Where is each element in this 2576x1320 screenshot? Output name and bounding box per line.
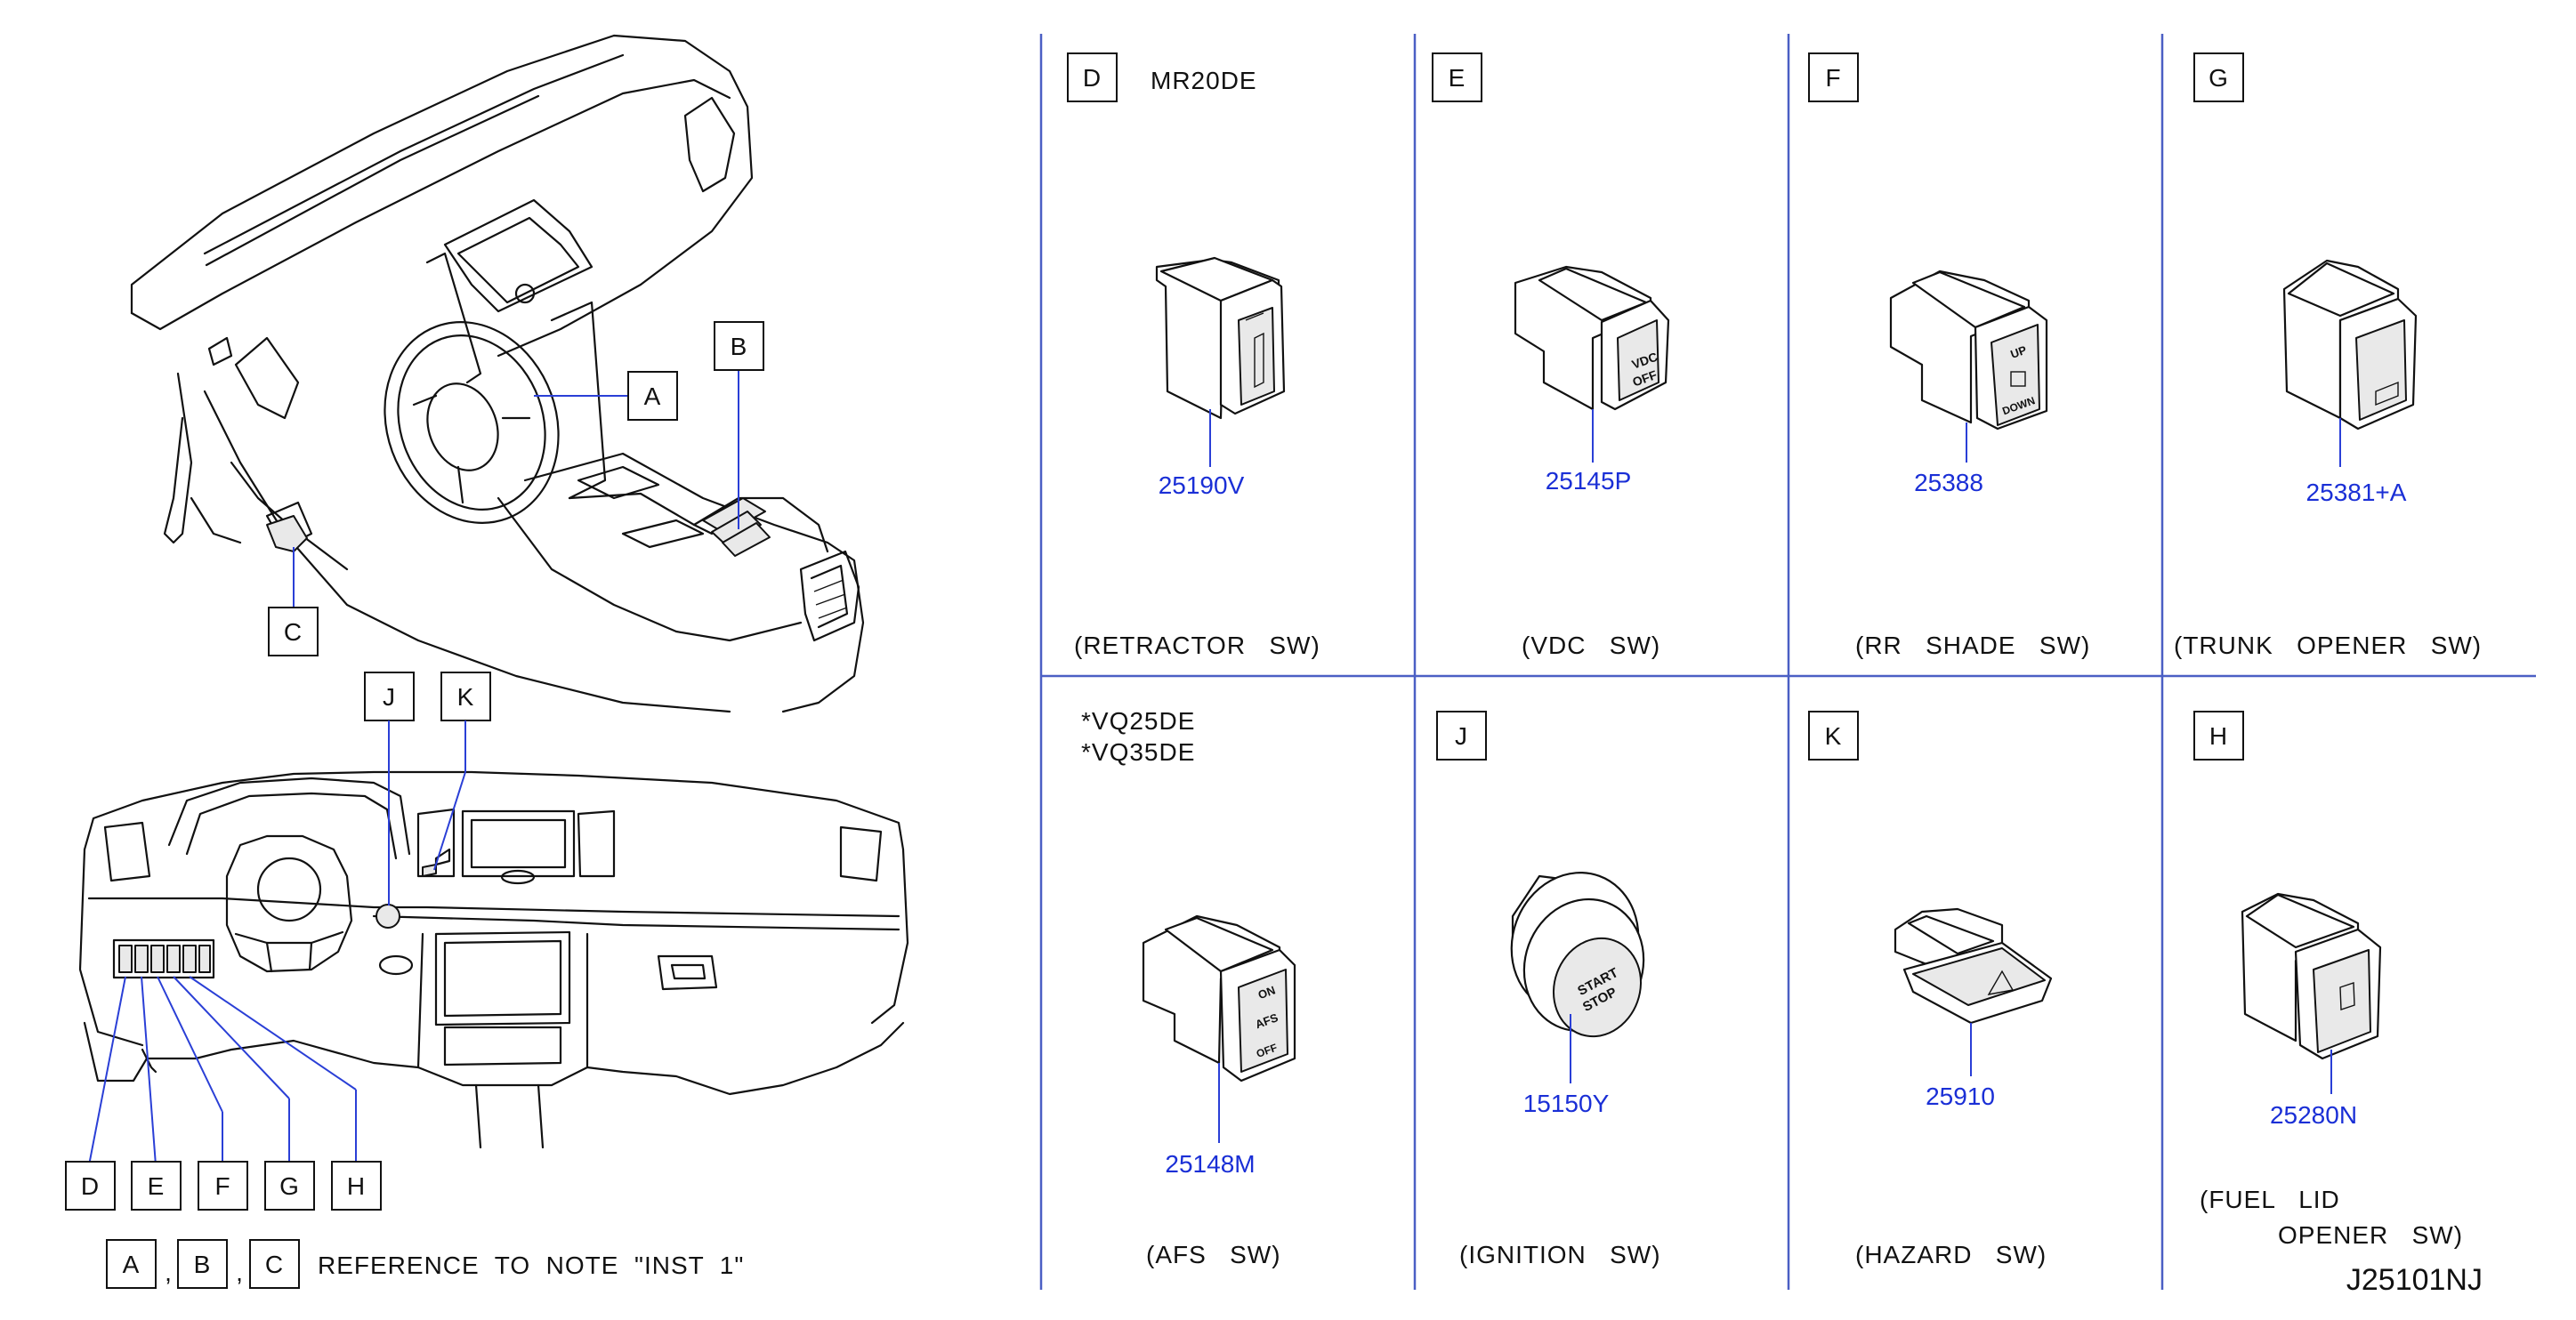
panel-d-engine: MR20DE bbox=[1151, 67, 1257, 94]
panel-h-part-number: 25280N bbox=[2270, 1101, 2357, 1129]
panel-afs-switch: *VQ25DE *VQ35DE ON AFS OFF 25148M (AFS S… bbox=[1081, 707, 1296, 1268]
panel-h-fuel-lid-opener-switch: H 25280N (FUEL LID OPENER SW) bbox=[2193, 711, 2463, 1249]
panel-k-part-number: 25910 bbox=[1926, 1083, 1995, 1110]
callout-c: C bbox=[284, 618, 302, 646]
panel-g-part-number: 25381+A bbox=[2306, 479, 2407, 506]
panel-afs-engine-2: *VQ35DE bbox=[1081, 738, 1195, 766]
callout-a: A bbox=[644, 382, 661, 410]
panel-afs-engine-1: *VQ25DE bbox=[1081, 707, 1195, 735]
panel-e-letter: E bbox=[1449, 64, 1466, 92]
panel-afs-part-number: 25148M bbox=[1165, 1150, 1255, 1178]
panel-d-letter: D bbox=[1083, 64, 1101, 92]
panel-d-part-number: 25190V bbox=[1159, 471, 1245, 499]
panel-f-rr-shade-switch: F UP DOWN 25388 (RR SHADE SW) bbox=[1808, 52, 2090, 659]
panel-e-vdc-switch: E VDC OFF 25145P (VDC SW) bbox=[1432, 52, 1670, 659]
callout-d: D bbox=[81, 1172, 99, 1200]
dashboard-isometric-drawing bbox=[130, 34, 865, 713]
panel-k-caption: (HAZARD SW) bbox=[1855, 1241, 2047, 1268]
panel-j-part-number: 15150Y bbox=[1523, 1090, 1610, 1117]
callout-f: F bbox=[214, 1172, 230, 1200]
note-separator-2: , bbox=[236, 1259, 243, 1286]
panel-d-caption: (RETRACTOR SW) bbox=[1074, 632, 1320, 659]
note-ref-c: C bbox=[265, 1251, 283, 1278]
panel-e-caption: (VDC SW) bbox=[1522, 632, 1660, 659]
panel-g-letter: G bbox=[2209, 64, 2228, 92]
panel-k-hazard-switch: K 25910 (HAZARD SW) bbox=[1808, 711, 2053, 1268]
panel-h-letter: H bbox=[2209, 722, 2227, 750]
note-ref-b: B bbox=[194, 1251, 211, 1278]
callout-b: B bbox=[731, 333, 747, 360]
panel-afs-face-on: ON bbox=[1256, 983, 1277, 1002]
front-callouts-jk: J K bbox=[364, 672, 491, 905]
panel-f-face-up: UP bbox=[2008, 343, 2028, 361]
panel-j-letter: J bbox=[1455, 722, 1467, 750]
dashboard-front-drawing bbox=[78, 770, 909, 1149]
panel-afs-caption: (AFS SW) bbox=[1146, 1241, 1281, 1268]
callout-e: E bbox=[148, 1172, 165, 1200]
panel-k-letter: K bbox=[1825, 722, 1842, 750]
note-separator-1: , bbox=[165, 1259, 172, 1286]
callout-g: G bbox=[279, 1172, 299, 1200]
panel-d-retractor-switch: D MR20DE 25190V (RETRACTOR SW) bbox=[1067, 52, 1320, 659]
reference-note: A , B , C REFERENCE TO NOTE "INST 1" bbox=[106, 1239, 744, 1289]
panel-grid bbox=[1039, 34, 2536, 1290]
top-callouts: A B C bbox=[268, 321, 764, 656]
panel-g-trunk-opener-switch: G 25381+A (TRUNK OPENER SW) bbox=[2174, 52, 2482, 659]
panel-f-part-number: 25388 bbox=[1914, 469, 1983, 496]
panel-f-letter: F bbox=[1825, 64, 1840, 92]
panel-e-part-number: 25145P bbox=[1546, 467, 1632, 495]
note-text: REFERENCE TO NOTE "INST 1" bbox=[318, 1252, 744, 1279]
panel-h-caption-line1: (FUEL LID bbox=[2200, 1186, 2340, 1213]
callout-j: J bbox=[383, 683, 395, 711]
panel-j-ignition-switch: J START STOP 15150Y (IGNITION SW) bbox=[1436, 711, 1661, 1268]
callout-k: K bbox=[457, 683, 474, 711]
panel-h-caption-line2: OPENER SW) bbox=[2278, 1221, 2463, 1249]
panel-j-caption: (IGNITION SW) bbox=[1459, 1241, 1661, 1268]
callout-h: H bbox=[347, 1172, 365, 1200]
drawing-id: J25101NJ bbox=[2346, 1263, 2483, 1297]
note-ref-a: A bbox=[123, 1251, 140, 1278]
panel-f-caption: (RR SHADE SW) bbox=[1855, 632, 2090, 659]
switch-row-callouts: D E F G H bbox=[65, 976, 382, 1211]
panel-g-caption: (TRUNK OPENER SW) bbox=[2174, 632, 2482, 659]
